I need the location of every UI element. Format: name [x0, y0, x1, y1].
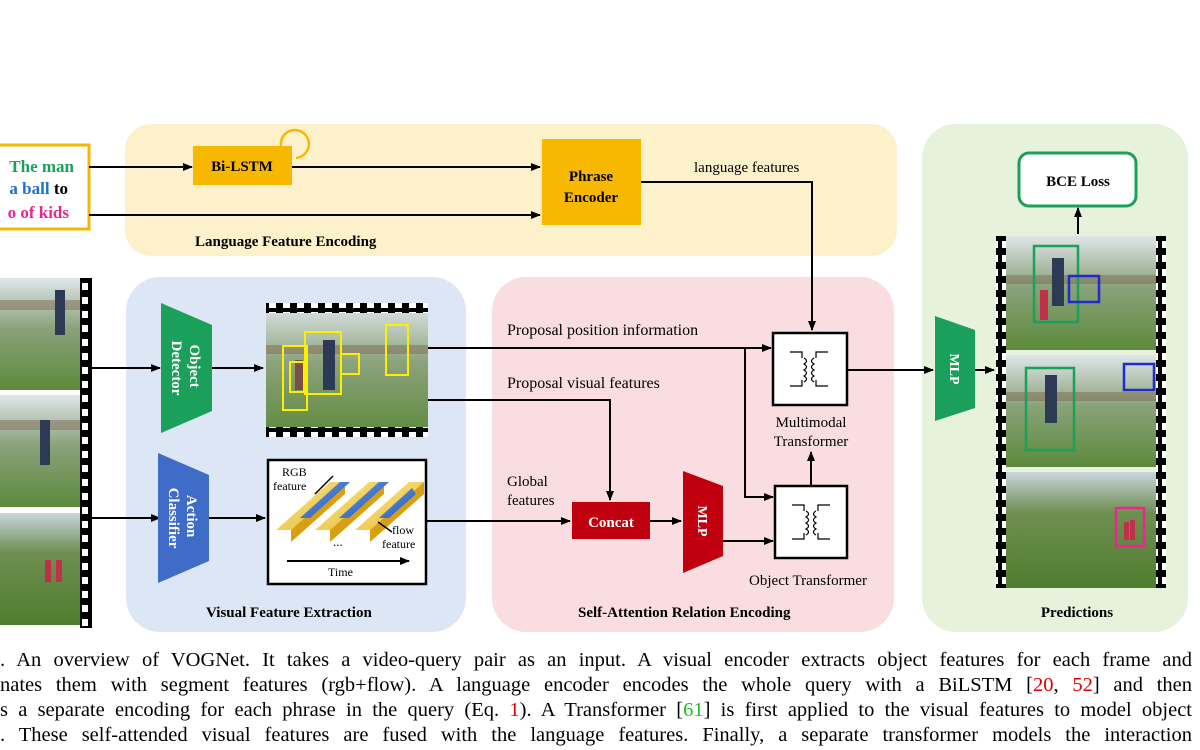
predictions-panel-label: Predictions [1041, 605, 1113, 621]
detection-box [289, 361, 305, 393]
query-line-2: a ball to [9, 179, 68, 198]
object-detector [161, 303, 212, 433]
pred-box-green [1032, 244, 1080, 324]
detection-box [282, 345, 308, 411]
caption-line-3b: ). A Transformer [ [519, 699, 684, 721]
caption-line-2: nates them with segment features (rgb+fl… [0, 673, 1192, 697]
concat-box [572, 502, 650, 539]
input-video-frames [0, 278, 92, 628]
equation-ref-1[interactable]: 1 [509, 699, 520, 721]
caption-line-2b: ] and then [1092, 674, 1192, 696]
visual-features-label: Proposal visual features [507, 375, 660, 392]
prediction-frames [996, 236, 1166, 588]
object-transformer-icon [792, 504, 830, 540]
phrase-encoder-box [542, 139, 641, 225]
caption-line-4: . These self-attended visual features ar… [0, 724, 1192, 746]
relation-mlp [683, 471, 723, 573]
global-features-label-2: features [507, 493, 555, 509]
object-transformer-label: Object Transformer [749, 573, 867, 589]
relation-mlp-label: MLP [694, 505, 709, 537]
object-detector-label-1: Object [186, 344, 202, 387]
rgb-feature-label-1: RGB [282, 465, 307, 479]
relation-panel-label: Self-Attention Relation Encoding [578, 605, 791, 621]
multimodal-label-1: Multimodal [776, 415, 847, 431]
caption-sep: , [1053, 674, 1073, 696]
arrow-position-info [428, 347, 774, 501]
pred-box-blue [1067, 274, 1101, 304]
citation-52[interactable]: 52 [1072, 674, 1093, 696]
visual-panel-label: Visual Feature Extraction [206, 605, 372, 621]
prediction-mlp [935, 316, 975, 421]
detected-frame [266, 303, 428, 437]
dots-label: ... [333, 534, 343, 549]
bilstm-box [193, 146, 292, 185]
pred-box-green [1024, 366, 1076, 452]
phrase-encoder-label-1: Phrase [569, 169, 614, 185]
caption-line-2a: nates them with segment features (rgb+fl… [0, 674, 1033, 696]
pred-box-blue [1122, 362, 1156, 392]
pred-box-pink [1114, 506, 1146, 548]
object-detector-label: Object Detector [168, 341, 202, 396]
global-features-label-1: Global [507, 474, 548, 490]
rgb-flow-bars [276, 482, 424, 542]
bce-loss-box [1017, 151, 1138, 208]
action-classifier-label: Action Classifier [165, 488, 199, 549]
language-panel-label: Language Feature Encoding [195, 234, 377, 250]
language-features-label: language features [694, 160, 800, 176]
caption-line-3d: ] is first applied to the visual feature… [703, 699, 1192, 721]
rgb-feature-label-2: feature [273, 479, 306, 493]
language-panel [125, 124, 897, 256]
bce-loss-label: BCE Loss [1046, 174, 1110, 190]
flow-feature-label-1: flow [392, 523, 414, 537]
query-line-1: The man [9, 157, 74, 176]
query-box [0, 143, 91, 231]
multimodal-label-2: Transformer [774, 434, 848, 450]
action-classifier-label-2: Classifier [165, 488, 181, 549]
position-info-label: Proposal position information [507, 322, 698, 339]
object-transformer-box [773, 484, 849, 560]
action-classifier [158, 453, 209, 583]
concat-label: Concat [588, 515, 634, 531]
vognet-diagram: The man a ball to o of kids Bi-LSTM Phra… [0, 124, 1188, 632]
query-line-2b: to [50, 179, 68, 198]
arrow-language-features [641, 181, 816, 331]
query-line-2a: a ball [9, 179, 49, 198]
multimodal-transformer-icon [790, 351, 828, 387]
rgb-pointer [314, 475, 334, 495]
multimodal-transformer-box [771, 331, 849, 407]
caption-line-3: s a separate encoding for each phrase in… [0, 698, 1192, 722]
object-detector-label-2: Detector [168, 341, 184, 396]
arrow-visual-features [428, 399, 614, 501]
citation-20[interactable]: 20 [1032, 674, 1054, 696]
time-label: Time [328, 565, 353, 579]
citation-61[interactable]: 61 [683, 699, 704, 721]
prediction-mlp-label: MLP [946, 353, 961, 385]
flow-pointer [377, 521, 393, 533]
query-line-3: o of kids [8, 203, 70, 222]
caption-line-1: . An overview of VOGNet. It takes a vide… [0, 649, 1192, 671]
caption-line-3a: s a separate encoding for each phrase in… [0, 699, 510, 721]
phrase-encoder-label-2: Encoder [564, 190, 619, 206]
bilstm-loop-icon [279, 128, 311, 160]
detection-box [340, 353, 360, 375]
detection-box [385, 324, 409, 376]
action-classifier-label-1: Action [183, 495, 199, 538]
flow-feature-label-2: feature [382, 537, 415, 551]
bilstm-label: Bi-LSTM [211, 159, 273, 175]
